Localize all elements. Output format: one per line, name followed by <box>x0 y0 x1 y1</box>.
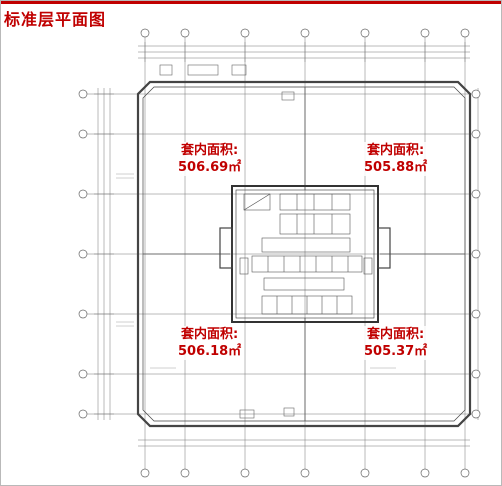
area-value: 505.88㎡ <box>364 160 428 175</box>
area-label-south-west: 套内面积: 506.18㎡ <box>176 326 244 360</box>
area-value: 505.37㎡ <box>364 344 428 359</box>
area-label-north-east: 套内面积: 505.88㎡ <box>362 142 430 176</box>
area-value: 506.18㎡ <box>178 344 242 359</box>
area-caption: 套内面积: <box>180 143 239 158</box>
area-caption: 套内面积: <box>366 143 425 158</box>
page-title: 标准层平面图 <box>4 10 107 29</box>
area-caption: 套内面积: <box>366 327 425 342</box>
top-accent-bar <box>0 0 502 4</box>
area-value: 506.69㎡ <box>178 160 242 175</box>
area-caption: 套内面积: <box>180 327 239 342</box>
area-label-north-west: 套内面积: 506.69㎡ <box>176 142 244 176</box>
area-label-south-east: 套内面积: 505.37㎡ <box>362 326 430 360</box>
